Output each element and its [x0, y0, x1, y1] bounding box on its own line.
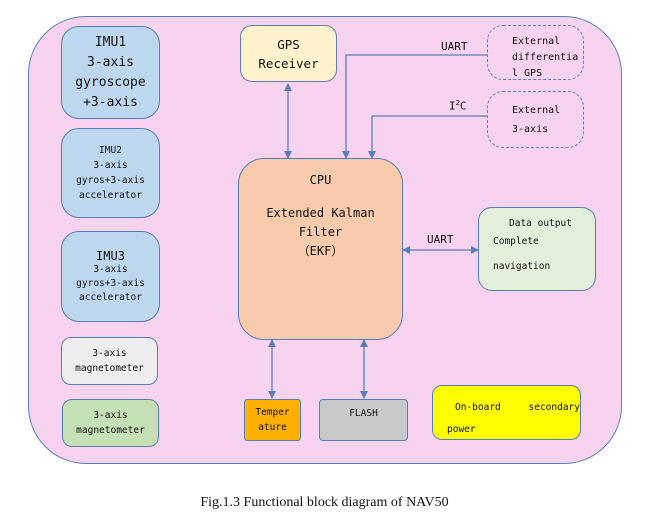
- external-sensor-line1: External: [512, 105, 561, 116]
- cpu-line3: Filter: [298, 225, 343, 239]
- imu1-title: IMU1: [94, 34, 127, 50]
- uart-output-label: UART: [427, 233, 454, 246]
- magnetometer1-line1: 3-axis: [92, 348, 127, 359]
- imu1-block: IMU1 3-axis gyroscope +3-axis: [61, 26, 160, 119]
- external-sensor-line2: 3-axis: [512, 124, 549, 135]
- i2c-label: I2C: [449, 99, 466, 113]
- temperature-line2: ature: [258, 422, 287, 433]
- temperature-line1: Temper: [255, 407, 290, 418]
- imu2-line3: gyros+3-axis: [76, 175, 145, 186]
- data-output-line1: Data output: [509, 218, 572, 229]
- external-gps-line1: External: [512, 36, 561, 47]
- external-gps-line2: differentia: [512, 52, 579, 63]
- imu1-line4: +3-axis: [83, 94, 138, 110]
- figure-caption: Fig.1.3 Functional block diagram of NAV5…: [200, 495, 449, 510]
- i2c-label-main: I: [449, 99, 456, 113]
- i2c-label-tail: C: [459, 99, 467, 113]
- power-line1-row: On-board secondary: [455, 398, 580, 418]
- external-gps-block: External differentia l GPS: [487, 25, 584, 80]
- imu2-line4: accelerator: [79, 190, 142, 201]
- magnetometer2-line1: 3-axis: [93, 410, 128, 421]
- imu1-line3: gyroscope: [75, 74, 146, 90]
- gps-line2: Receiver: [258, 55, 319, 71]
- i2c-label-sup: 2: [455, 99, 460, 107]
- imu3-line2: 3-axis: [93, 263, 128, 275]
- cpu-line2: Extended Kalman: [266, 206, 375, 220]
- power-block: On-board secondary power: [432, 385, 581, 440]
- flash-block: FLASH: [319, 399, 408, 441]
- magnetometer1-line2: magnetometer: [75, 363, 144, 374]
- data-output-block: Data output Complete navigation: [478, 207, 596, 291]
- imu3-block: IMU3 3-axis gyros+3-axis accelerator: [61, 231, 160, 322]
- power-line2: secondary: [528, 402, 580, 413]
- cpu-line4: （EKF）: [297, 244, 344, 258]
- cpu-title: CPU: [309, 173, 332, 187]
- temperature-block: Temper ature: [244, 399, 301, 441]
- cpu-block: CPU Extended Kalman Filter （EKF）: [238, 158, 403, 340]
- data-output-line3: navigation: [493, 261, 551, 272]
- imu3-line4: accelerator: [79, 291, 142, 303]
- imu2-block: IMU2 3-axis gyros+3-axis accelerator: [61, 128, 160, 218]
- power-line1: On-board: [455, 402, 501, 413]
- gps-line1: GPS: [277, 36, 300, 52]
- gps-receiver-block: GPS Receiver: [240, 25, 337, 82]
- external-gps-line3: l GPS: [512, 68, 543, 79]
- magnetometer2-line2: magnetometer: [76, 425, 145, 436]
- imu1-line2: 3-axis: [87, 54, 134, 70]
- data-output-line2: Complete: [493, 236, 539, 247]
- magnetometer2-block: 3-axis magnetometer: [62, 399, 159, 447]
- imu2-line2: 3-axis: [93, 160, 128, 171]
- flash-label: FLASH: [349, 408, 378, 419]
- imu2-title: IMU2: [99, 145, 122, 156]
- power-line3: power: [447, 424, 476, 435]
- uart-gps-label: UART: [441, 40, 468, 53]
- imu3-line3: gyros+3-axis: [76, 277, 145, 289]
- magnetometer1-block: 3-axis magnetometer: [61, 337, 158, 385]
- external-sensor-block: External 3-axis: [487, 91, 584, 148]
- imu3-title: IMU3: [96, 248, 125, 263]
